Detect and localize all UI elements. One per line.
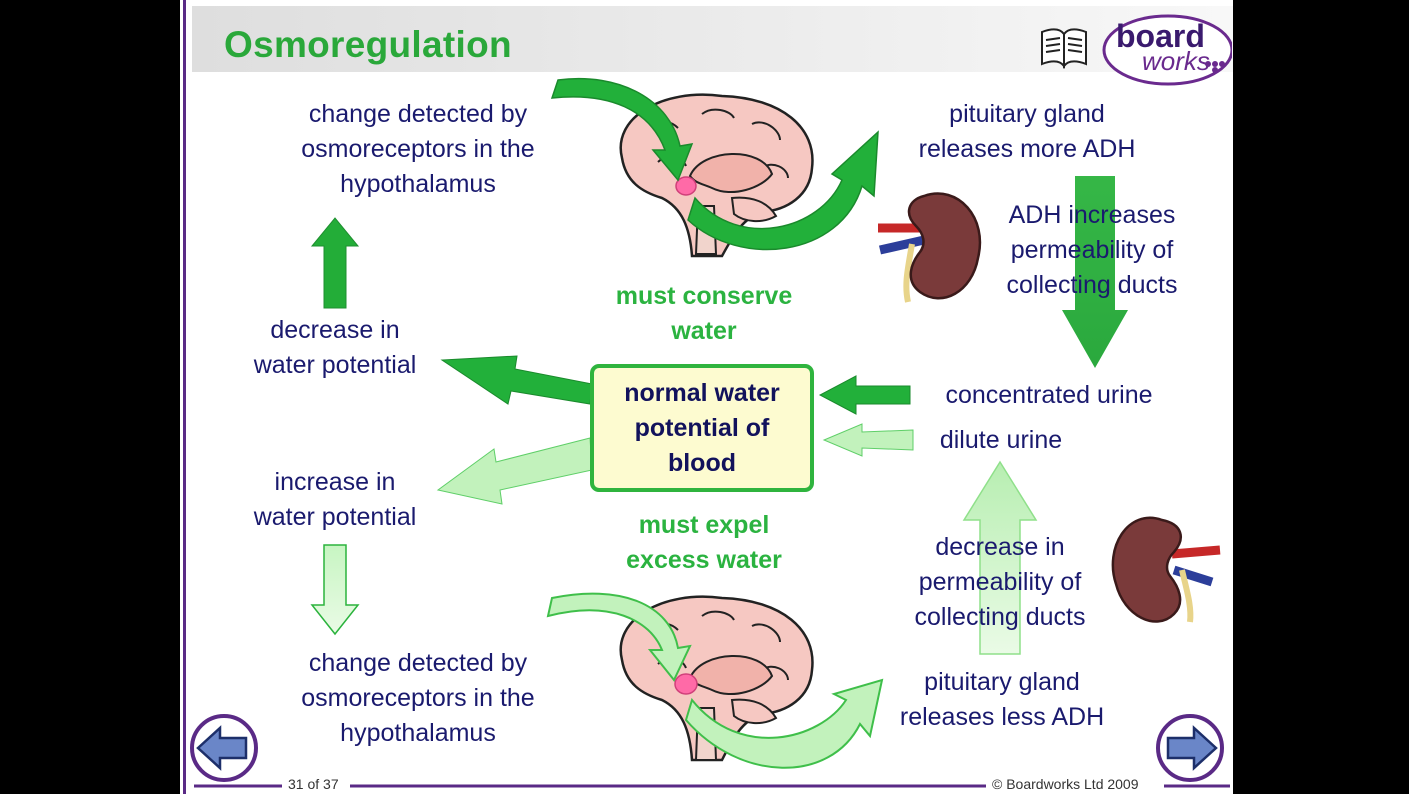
diagram-graphics xyxy=(194,78,1230,788)
kidney-top-illustration xyxy=(878,192,982,303)
book-icon xyxy=(1041,14,1232,86)
next-slide-button[interactable] xyxy=(1154,712,1226,784)
copyright-text: © Boardworks Ltd 2009 xyxy=(992,776,1139,792)
center-normal-water-potential-box: normal water potential of blood xyxy=(590,364,814,492)
arrow-concentrated-to-box xyxy=(818,375,911,415)
arrow-down-left xyxy=(310,544,360,636)
arrow-dilute-to-box xyxy=(822,423,914,457)
concentrated-urine-text: concentrated urine xyxy=(945,381,1153,409)
previous-slide-button[interactable] xyxy=(188,712,260,784)
arrow-right-icon xyxy=(1166,725,1218,771)
center-text: normal water potential of blood xyxy=(624,378,780,477)
arrow-down-right xyxy=(1062,176,1128,368)
slide: Osmoregulation board works xyxy=(180,0,1233,794)
page-counter: 31 of 37 xyxy=(288,776,339,792)
arrow-curve-out-brain-bottom xyxy=(684,678,884,769)
arrow-curve-into-brain-top xyxy=(550,78,694,182)
dilute-urine-text: dilute urine xyxy=(939,426,1063,454)
slide-title: Osmoregulation xyxy=(224,24,512,65)
logo-board-text: board xyxy=(1116,18,1205,54)
kidney-bottom-illustration xyxy=(1111,516,1221,623)
arrow-box-to-increase xyxy=(436,437,593,505)
boardworks-logo: board works xyxy=(1032,12,1232,88)
arrow-box-to-decrease xyxy=(440,355,593,405)
logo-works-text: works xyxy=(1142,46,1210,76)
arrow-curve-into-brain-bottom xyxy=(546,592,692,682)
arrow-up-left xyxy=(310,217,360,309)
arrow-up-right xyxy=(962,460,1038,655)
arrow-left-icon xyxy=(196,725,248,771)
slide-left-border xyxy=(183,0,186,794)
arrow-curve-out-brain-top xyxy=(687,130,879,251)
